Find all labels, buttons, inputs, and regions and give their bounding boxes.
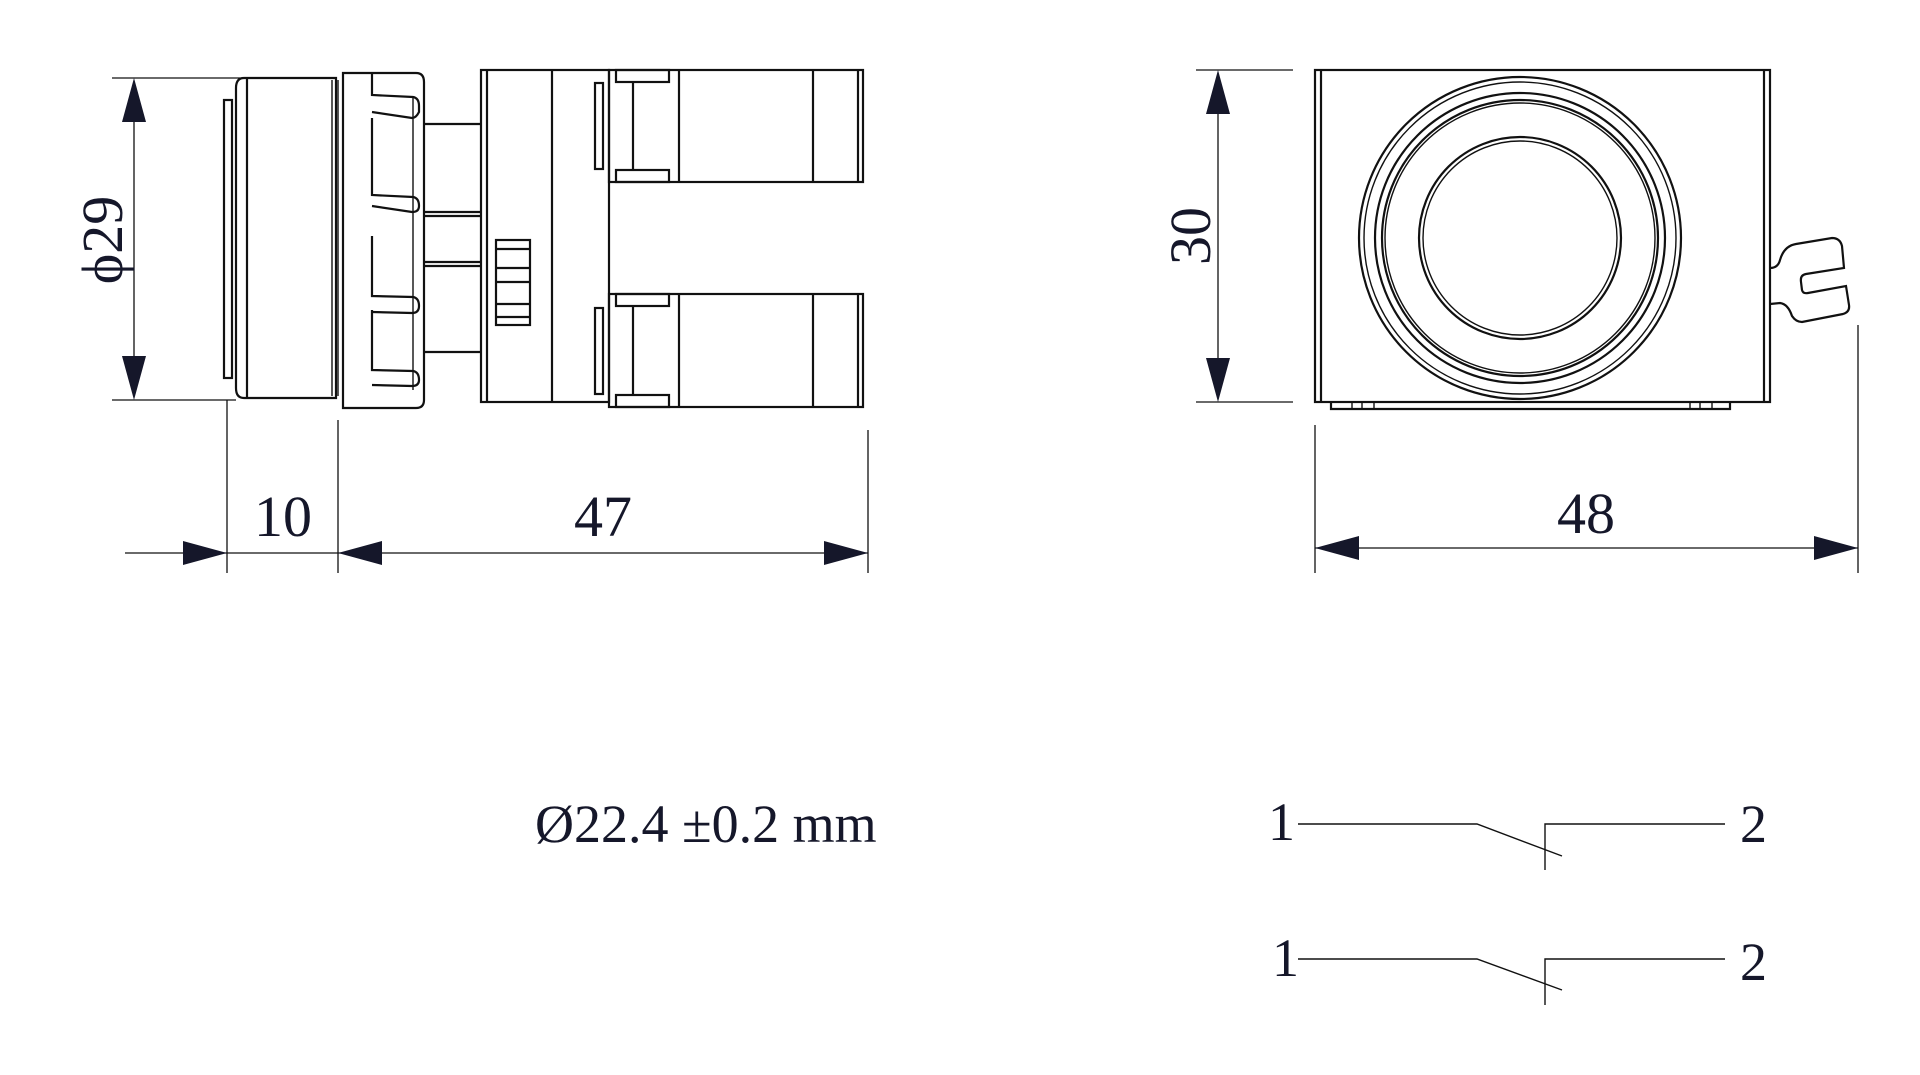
width-dimension: 48 [1314,325,1859,573]
contact-block [479,68,865,409]
diameter-dimension: ϕ29 [70,77,336,401]
front-bezel [222,76,338,400]
terminal-left-label: 1 [1268,792,1295,852]
bezel-depth-label: 10 [254,484,312,549]
height-dimension: 30 [1158,69,1293,403]
terminal-right-label: 2 [1740,932,1767,992]
actuator-stem [424,122,481,354]
terminal-tab [1769,236,1851,324]
length-dimensions: 10 47 [125,400,869,573]
body-length-label: 47 [574,484,632,549]
terminal-right-label: 2 [1740,794,1767,854]
width-label: 48 [1557,481,1615,546]
diameter-label: ϕ29 [70,196,135,285]
side-view: ϕ29 10 47 [70,68,869,573]
clip-collar [337,71,426,410]
terminal-left-label: 1 [1272,928,1299,988]
front-view: 30 48 [1158,68,1859,573]
contact-1: 1 2 [1268,792,1767,870]
mounting-hole-spec: Ø22.4 ±0.2 mm [535,794,877,854]
contact-schematic: 1 2 1 2 [1268,792,1767,1005]
height-label: 30 [1158,207,1223,265]
contact-2: 1 2 [1272,928,1767,1005]
button-rings [1357,75,1683,401]
